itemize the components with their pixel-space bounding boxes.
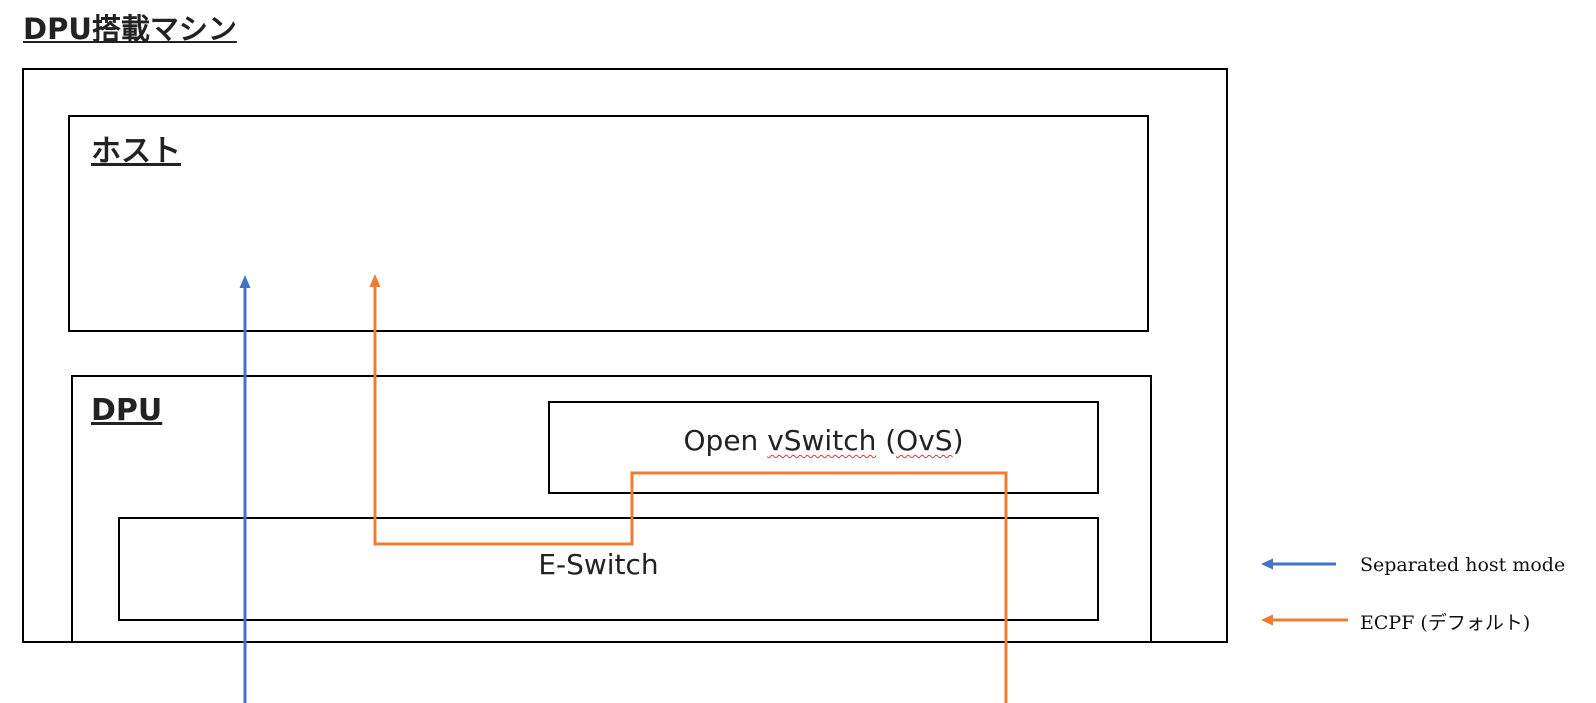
eswitch-label: E-Switch	[538, 548, 659, 581]
host-box	[68, 115, 1149, 332]
host-label: ホスト	[91, 134, 181, 169]
dpu-label: DPU	[91, 393, 163, 428]
legend-arrow-ecpf	[1261, 614, 1348, 626]
ovs-label-suffix: )	[952, 424, 964, 457]
legend-label-separated-host-mode: Separated host mode	[1360, 554, 1566, 576]
ovs-label-word2: OvS	[896, 424, 953, 457]
ovs-label: Open vSwitch (OvS)	[548, 424, 1099, 457]
legend-arrow-separated-host-mode	[1261, 558, 1336, 570]
page-title: DPU搭載マシン	[23, 12, 237, 46]
ovs-label-prefix: Open	[683, 424, 768, 457]
ovs-label-middle: (	[876, 424, 897, 457]
ovs-label-word1: vSwitch	[767, 424, 877, 457]
legend-label-ecpf: ECPF (デフォルト)	[1360, 612, 1531, 634]
